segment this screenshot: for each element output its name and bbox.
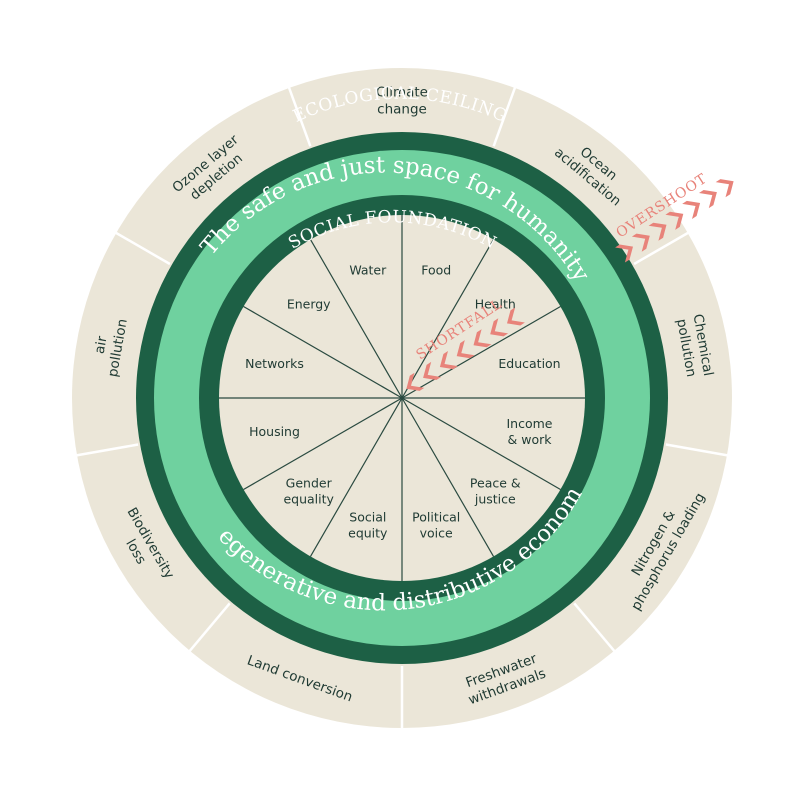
- shortfall-chevron: [473, 329, 492, 348]
- ecological-divider: [287, 85, 312, 147]
- social-label-health: Health: [475, 297, 516, 312]
- social-label-water: Water: [349, 263, 387, 278]
- social-label-energy: Energy: [287, 297, 331, 312]
- shortfall-chevron: [490, 318, 509, 337]
- shortfall-chevron: [406, 372, 425, 391]
- shortfall-chevron: [507, 307, 525, 326]
- ecological-divider: [492, 85, 517, 147]
- shortfall-chevron: [456, 340, 475, 359]
- social-divider: [309, 397, 403, 557]
- social-label-networks: Networks: [245, 356, 304, 371]
- ecological-divider: [187, 602, 231, 654]
- overshoot-chevron: [699, 190, 717, 209]
- social-label-education: Education: [498, 356, 560, 371]
- shortfall-chevron: [439, 351, 458, 370]
- social-divider: [309, 239, 403, 399]
- overshoot-chevron: [665, 211, 684, 230]
- overshoot-chevron: [682, 200, 701, 219]
- social-label-income-work: Income& work: [507, 416, 553, 447]
- social-divider: [401, 239, 495, 399]
- ecological-label-chemical-pollution: Chemicalpollution: [673, 313, 716, 380]
- overshoot-chevron: [615, 244, 633, 263]
- social-label-food: Food: [421, 263, 451, 278]
- social-divider: [401, 397, 495, 557]
- social-divider: [401, 397, 561, 491]
- overshoot-chevron: [648, 222, 667, 241]
- shortfall-chevron: [423, 361, 441, 380]
- social-divider: [243, 305, 403, 399]
- overshoot-chevron: [715, 179, 734, 198]
- overshoot-chevron: [631, 233, 650, 252]
- ecological-divider: [74, 443, 139, 457]
- social-divider: [243, 397, 403, 491]
- social-label-housing: Housing: [249, 424, 300, 439]
- ecological-divider: [573, 602, 617, 654]
- ecological-divider: [665, 443, 730, 457]
- ecological-divider: [113, 230, 171, 266]
- overshoot-arrows: [615, 179, 734, 263]
- ecological-divider: [633, 230, 691, 266]
- social-label-peace-justice: Peace &justice: [470, 475, 521, 506]
- shortfall-arrows: [406, 307, 525, 391]
- social-divider: [401, 305, 561, 399]
